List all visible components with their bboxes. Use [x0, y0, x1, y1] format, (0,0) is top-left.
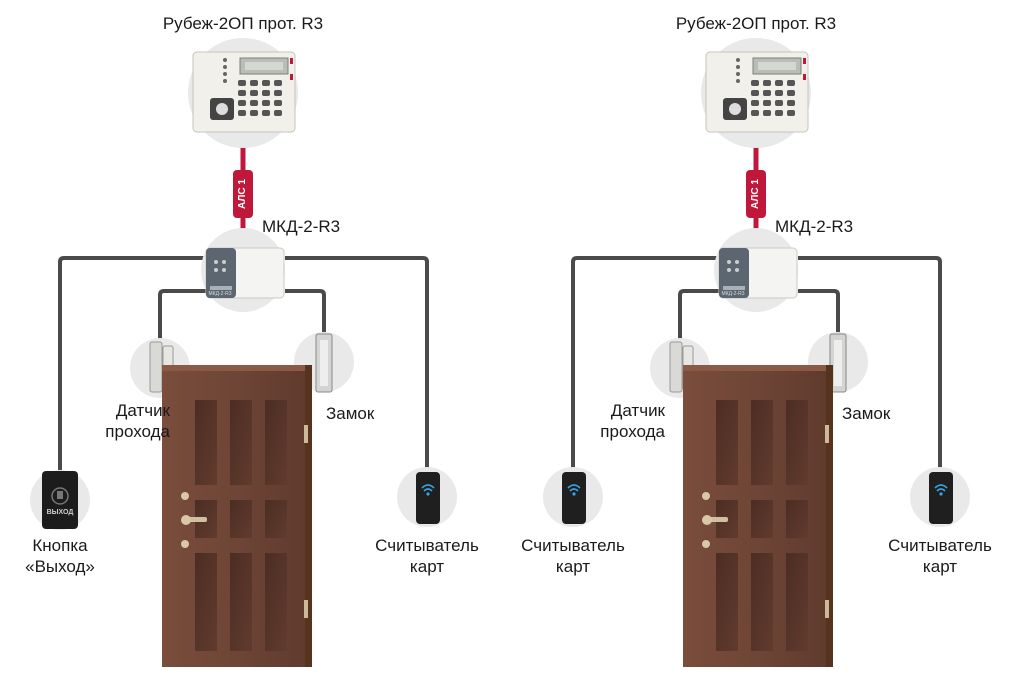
bus-label: АЛС 1: [237, 179, 248, 209]
controller-icon: [205, 247, 285, 299]
wires: [58, 256, 429, 480]
bus-label: АЛС 1: [750, 179, 761, 209]
lock-label: Замок: [326, 404, 375, 423]
sensor-label-line1: Датчик: [115, 401, 170, 420]
panel-icon: [705, 51, 809, 133]
left-reader-label-line1: Считыватель: [521, 536, 625, 555]
diagram-left: [30, 38, 457, 667]
left-reader-label-line2: карт: [555, 557, 591, 576]
diagram-right: [543, 38, 970, 667]
panel-icon: [192, 51, 296, 133]
controller-badge: МКД-2-R3: [721, 291, 745, 297]
exit-button-label-line2: «Выход»: [25, 557, 95, 576]
card-reader-icon: [416, 472, 440, 524]
door-icon: [683, 365, 833, 667]
lock-icon: [829, 333, 847, 393]
controller-badge: МКД-2-R3: [208, 291, 232, 297]
bus-badge: [233, 170, 253, 218]
left-reader-label: Считыватель карт: [513, 535, 633, 577]
wires: [571, 256, 942, 480]
sensor-label: Датчик прохода: [575, 400, 665, 442]
sensor-label-line1: Датчик: [610, 401, 665, 420]
exit-button-text: ВЫХОД: [46, 509, 74, 516]
lock-icon: [315, 333, 333, 393]
reader-label-line2: карт: [409, 557, 445, 576]
card-reader-icon: [562, 472, 586, 524]
controller-label: МКД-2-R3: [262, 217, 341, 236]
controller-label: МКД-2-R3: [775, 217, 854, 236]
reader-label: Считыватель карт: [367, 535, 487, 577]
panel-title: Рубеж-2ОП прот. R3: [162, 14, 324, 33]
right-reader-label: Считыватель карт: [880, 535, 1000, 577]
door-icon: [162, 365, 312, 667]
sensor-label-line2: прохода: [105, 422, 170, 441]
card-reader-icon: [929, 472, 953, 524]
lock-label: Замок: [842, 404, 891, 423]
controller-icon: [718, 247, 798, 299]
reader-label-line1: Считыватель: [375, 536, 479, 555]
exit-button-label: Кнопка «Выход»: [10, 535, 110, 577]
exit-button-label-line1: Кнопка: [32, 536, 88, 555]
exit-button-icon: [42, 471, 78, 529]
sensor-label-line2: прохода: [600, 422, 665, 441]
bus-badge: [746, 170, 766, 218]
panel-title: Рубеж-2ОП прот. R3: [675, 14, 837, 33]
sensor-label: Датчик прохода: [80, 400, 170, 442]
right-reader-label-line1: Считыватель: [888, 536, 992, 555]
right-reader-label-line2: карт: [922, 557, 958, 576]
